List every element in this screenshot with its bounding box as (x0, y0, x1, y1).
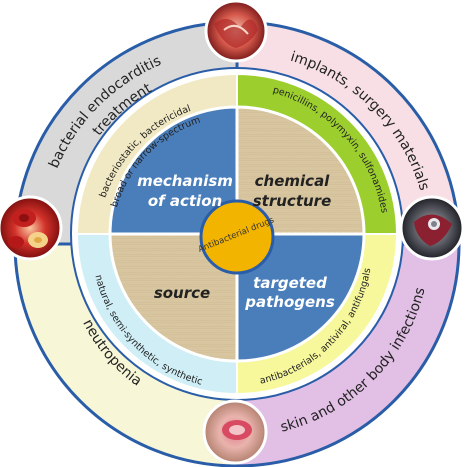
quadrant-source (108, 232, 239, 363)
quadrant-targeted (235, 232, 366, 363)
blood-cells-photo (0, 195, 63, 261)
quadrant-targeted-line2: pathogens (244, 293, 335, 311)
skin-lesion-photo (202, 399, 268, 465)
quadrant-mechanism (108, 105, 239, 236)
quadrant-source-line1: source (154, 284, 210, 302)
center-circle (199, 199, 275, 275)
quadrant-targeted-line1: targeted (253, 274, 327, 292)
quadrant-chemical-line2: structure (253, 192, 332, 210)
quadrant-chemical-line1: chemical (255, 172, 331, 190)
quadrant-mechanism-line2: of action (148, 192, 222, 210)
implant-photo (399, 195, 465, 261)
quadrant-chemical (235, 105, 366, 236)
heart-tissue-photo (204, 0, 268, 63)
quadrant-mechanism-line1: mechanism (137, 172, 233, 190)
